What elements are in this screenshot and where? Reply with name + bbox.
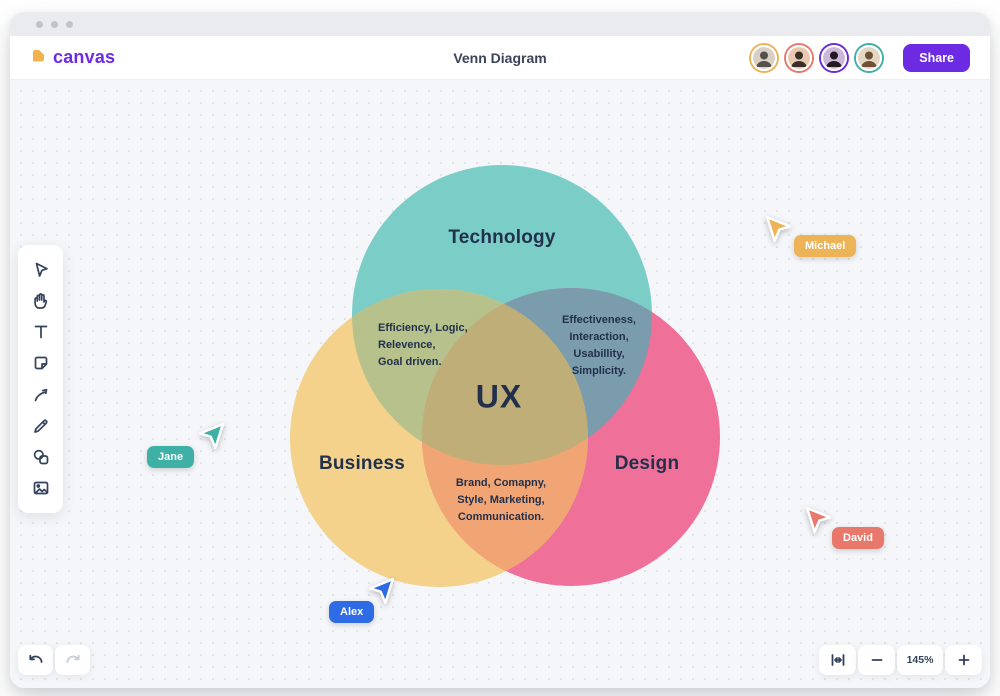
connector-arrow-icon (34, 388, 47, 401)
whiteboard-canvas[interactable]: Technology Business Design UX Efficiency… (10, 80, 990, 688)
text-icon (34, 325, 47, 339)
app-logo[interactable]: canvas (30, 47, 115, 69)
tech-business-text: Efficiency, Logic, Relevence, Goal drive… (378, 322, 468, 369)
business-label: Business (318, 453, 406, 474)
redo-icon (66, 654, 80, 663)
tool-select[interactable] (29, 258, 53, 282)
plus-icon (958, 654, 969, 666)
cursor-icon (35, 262, 48, 277)
zoom-in-button[interactable] (945, 645, 982, 675)
sticky-note-icon (34, 357, 47, 370)
window-close-button[interactable] (36, 20, 43, 28)
pencil-icon (33, 419, 48, 433)
header-right: Share (751, 43, 970, 72)
window-maximize-button[interactable] (66, 20, 73, 28)
fit-to-screen-button[interactable] (819, 645, 856, 675)
center-overlap[interactable] (422, 288, 720, 586)
alex-cursor-icon (368, 577, 395, 605)
collaborator-avatar-4[interactable] (856, 44, 883, 71)
tool-sticky-note[interactable] (29, 351, 53, 375)
tool-shapes[interactable] (29, 445, 53, 469)
tech-design-text: Effectiveness, Interaction, Usabillity, … (562, 314, 636, 378)
share-button[interactable]: Share (903, 43, 970, 72)
minus-icon (871, 659, 882, 661)
image-icon (33, 481, 48, 495)
fit-width-icon (831, 654, 844, 666)
jane-cursor-icon (198, 422, 225, 450)
jane-cursor-label: Jane (147, 446, 195, 468)
app-window: canvas Venn Diagram Share (10, 12, 990, 688)
collaborator-avatar-1[interactable] (751, 44, 778, 71)
window-minimize-button[interactable] (51, 20, 58, 28)
history-controls (18, 645, 90, 675)
zoom-controls: 145% (858, 645, 982, 675)
tool-text[interactable] (29, 320, 53, 344)
tool-pencil[interactable] (29, 414, 53, 438)
michael-cursor-label: Michael (794, 235, 857, 257)
david-cursor-label: David (832, 527, 884, 549)
design-label: Design (614, 453, 680, 474)
venn-diagram[interactable] (10, 80, 990, 688)
michael-cursor-icon (765, 215, 792, 243)
ux-center-label: UX (475, 378, 523, 415)
tool-hand[interactable] (29, 289, 53, 313)
tool-image[interactable] (29, 476, 53, 500)
hand-icon (33, 293, 47, 309)
document-title: Venn Diagram (453, 49, 547, 66)
undo-button[interactable] (18, 645, 53, 675)
technology-label: Technology (448, 227, 556, 248)
shapes-icon (33, 449, 48, 465)
undo-icon (28, 654, 42, 663)
app-header: canvas Venn Diagram Share (10, 36, 990, 80)
page-icon (30, 47, 47, 69)
zoom-out-button[interactable] (858, 645, 895, 675)
redo-button[interactable] (55, 645, 90, 675)
collaborator-avatar-2[interactable] (786, 44, 813, 71)
tool-connector[interactable] (29, 383, 53, 407)
alex-cursor-label: Alex (329, 601, 375, 623)
app-logo-text: canvas (53, 47, 116, 67)
zoom-level[interactable]: 145% (897, 645, 943, 675)
collaborator-avatar-3[interactable] (821, 44, 848, 71)
david-cursor-icon (805, 506, 832, 534)
window-titlebar (10, 12, 990, 36)
business-design-text: Brand, Comapny, Style, Marketing, Commun… (455, 477, 547, 524)
tools-panel (18, 245, 63, 513)
